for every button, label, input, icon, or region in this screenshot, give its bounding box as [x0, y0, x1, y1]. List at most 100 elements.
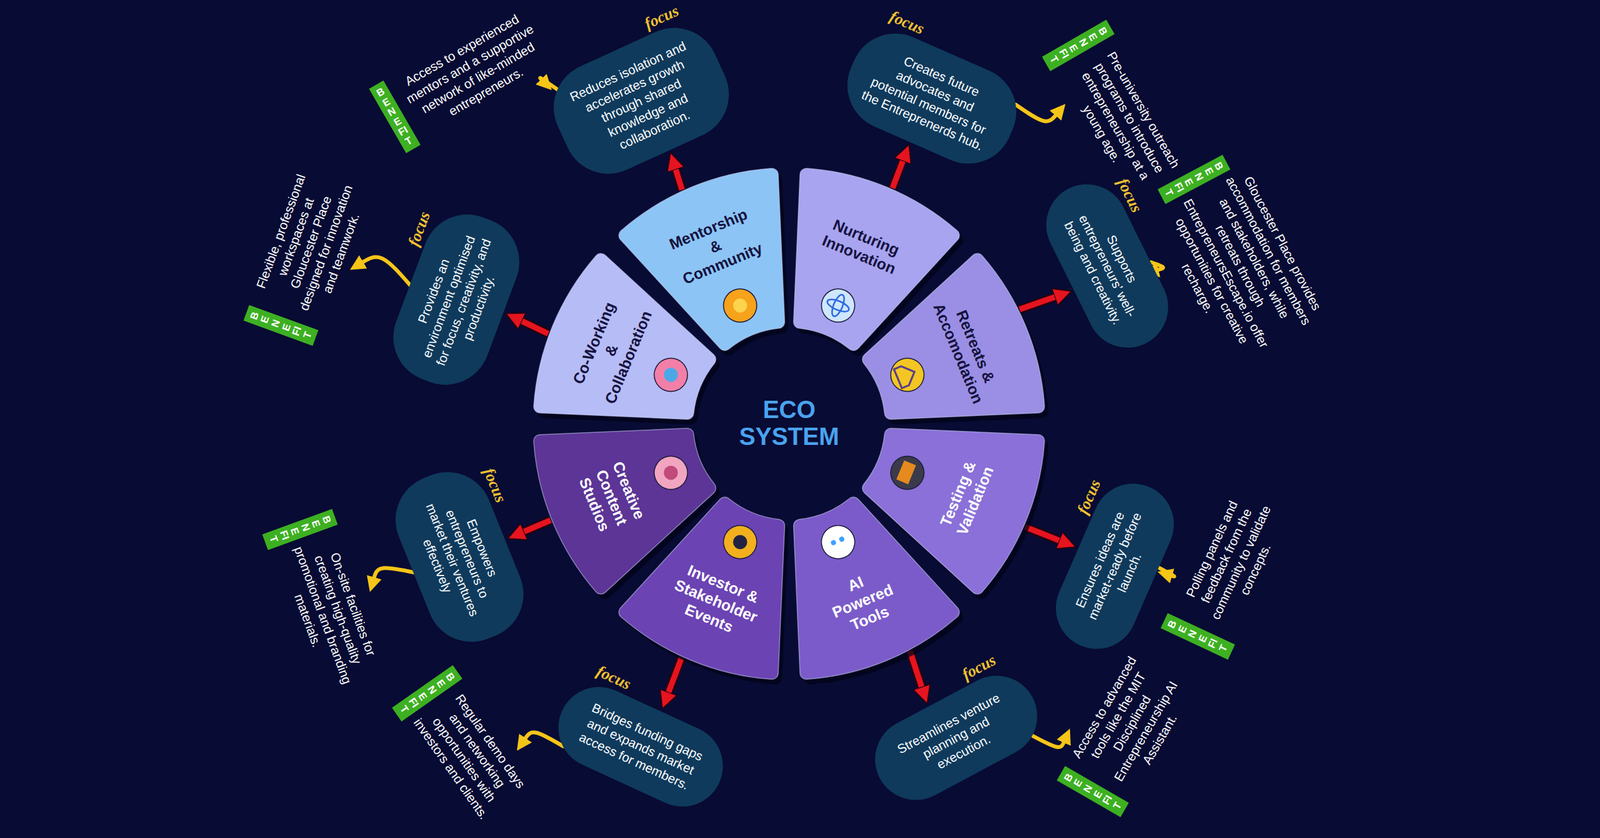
focus-arrow [522, 321, 549, 335]
wedge-fill [862, 253, 1045, 420]
benefit-block: BENEFITOn-site facilities for creating h… [262, 508, 391, 694]
segment-wedge: Retreats & Accomodation [856, 247, 1055, 429]
benefit-arrow [1158, 567, 1175, 576]
arrow-shaft [1158, 567, 1175, 576]
focus-arrow [668, 657, 682, 692]
benefit-text: Regular demo days and networking opportu… [409, 686, 532, 824]
arrow-outline [892, 161, 904, 189]
icon-core [730, 532, 750, 552]
focus-pill: focusEnsures ideas are market-ready befo… [1042, 470, 1186, 662]
benefit-arrow [525, 732, 564, 747]
benefit-text: Polling panels and feedback from the com… [1175, 481, 1293, 637]
focus-heading: focus [1073, 476, 1104, 517]
arrow-shaft [525, 732, 564, 747]
benefit-block: BENEFITRegular demo days and networking … [392, 664, 536, 826]
focus-pill: focusCreates future advocates and potent… [833, 19, 1031, 178]
focus-text: Supports entrepreneurs’ well-being and c… [1056, 194, 1160, 336]
focus-arrow [1019, 296, 1055, 310]
benefit-text: Flexible, professional workspaces at Glo… [248, 159, 374, 326]
focus-text: Bridges funding gaps and expands market … [569, 696, 712, 797]
focus-text: Ensures ideas are market-ready before la… [1065, 494, 1164, 637]
icon-core [661, 365, 681, 384]
focus-arrow [675, 169, 683, 191]
icon-disc [885, 451, 930, 495]
benefit-arrow [374, 567, 415, 577]
segment-icon [816, 283, 861, 328]
icon-disc [648, 451, 693, 495]
benefit-block: BENEFITFlexible, professional workspaces… [240, 159, 374, 347]
focus-heading: focus [404, 208, 434, 249]
focus-text: Empowers entrepreneurs to market their v… [405, 482, 515, 632]
benefit-block: BENEFITAccess to advanced tools like the… [1054, 647, 1199, 819]
focus-pill: focusReduces isolation and accelerates g… [538, 13, 744, 189]
segment-icon [718, 283, 762, 328]
arrow-shaft [522, 321, 549, 335]
focus-arrow [524, 520, 551, 532]
benefit-text: Access to advanced tools like the MIT Di… [1065, 647, 1199, 799]
arrow-outline [668, 657, 682, 692]
segment-wedge: Co-Working & Collaboration [530, 247, 728, 429]
icon-disc [718, 520, 762, 564]
focus-pill: focusProvides an environment optimised f… [380, 201, 533, 398]
icon-disc [648, 352, 693, 397]
wedge-fill [793, 496, 960, 680]
benefit-arrow [1015, 104, 1056, 121]
arrow-shaft [524, 520, 551, 532]
icon-core [661, 463, 681, 482]
benefit-arrow [540, 78, 558, 90]
icon-disc [816, 283, 861, 328]
icon-screen [896, 460, 917, 484]
arrow-outline [910, 650, 922, 687]
icon-disc [718, 283, 762, 328]
arrow-shaft [362, 257, 410, 285]
icon-core [730, 296, 750, 315]
arrow-shaft [374, 567, 415, 577]
focus-text: Reduces isolation and accelerates growth… [563, 36, 719, 166]
wedge-fill [533, 428, 717, 594]
arrow-outline [675, 169, 683, 191]
focus-pill: focusEmpowers entrepreneurs to market th… [382, 458, 537, 655]
benefit-text: Access to experienced mentors and a supp… [391, 4, 557, 137]
icon-eye [838, 535, 845, 543]
focus-pill: focusBridges funding gaps and expands ma… [545, 673, 736, 820]
benefit-block: BENEFITGloucester Place provides accommo… [1140, 145, 1328, 366]
focus-heading: focus [641, 1, 682, 33]
icon-disc [816, 520, 861, 564]
segment-icon [885, 451, 930, 495]
arrow-shaft [1015, 104, 1056, 121]
arrow-shaft [1019, 296, 1055, 310]
benefit-arrow [1031, 735, 1064, 747]
focus-heading: focus [480, 465, 511, 505]
wedge-fill [533, 253, 717, 420]
benefit-block: BENEFITPolling panels and feedback from … [1160, 479, 1298, 660]
arrow-shaft [668, 657, 682, 692]
arrow-shaft [1031, 735, 1064, 747]
focus-pill: focusSupports entrepreneurs’ well-being … [1032, 170, 1183, 361]
benefit-text: On-site facilities for creating high-qua… [275, 532, 386, 693]
arrow-shaft [1024, 526, 1060, 541]
center-title: ECO SYSTEM [739, 396, 840, 451]
focus-pill: focusStreamlines venture planning and ex… [860, 661, 1052, 815]
segment-icon [718, 520, 762, 564]
icon-orbit [825, 296, 851, 315]
arrow-outline [522, 321, 549, 335]
segment-icon [816, 520, 861, 564]
arrow-shaft [910, 650, 922, 687]
segment-icon [885, 352, 930, 397]
icon-house [894, 362, 919, 388]
benefit-block: BENEFITAccess to experienced mentors and… [369, 0, 560, 153]
focus-heading: focus [593, 661, 634, 694]
arrow-outline [1019, 296, 1055, 310]
focus-heading: focus [887, 7, 927, 38]
benefit-text: Pre-university outreach programs to intr… [1057, 42, 1188, 202]
icon-eye [830, 538, 837, 546]
arrow-shaft [892, 161, 904, 189]
benefit-tag: BENEFIT [262, 508, 338, 550]
icon-disc [885, 352, 930, 397]
focus-arrow [910, 650, 922, 687]
benefit-block: BENEFITPre-university outreach programs … [1041, 19, 1192, 205]
segment-icon [648, 352, 693, 397]
arrow-outline [1024, 526, 1060, 541]
